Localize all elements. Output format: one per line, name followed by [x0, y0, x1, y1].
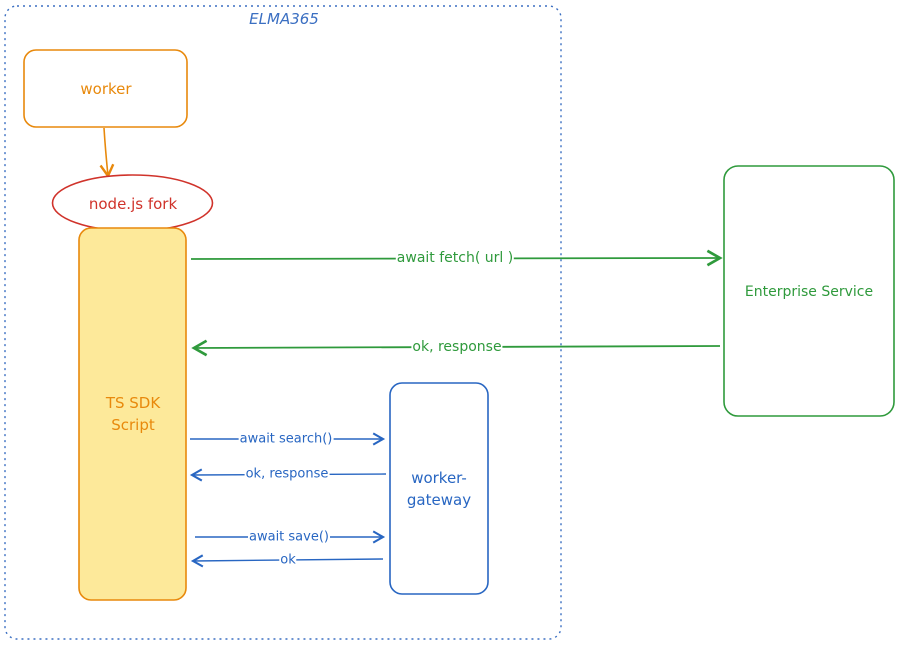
fetch-label: await fetch( url ): [395, 250, 515, 266]
container-title: ELMA365: [249, 10, 319, 28]
worker-label: worker: [80, 80, 132, 98]
search-label: await search(): [238, 431, 334, 447]
ts-sdk-script-box: [78, 227, 187, 601]
elma365-container: [4, 5, 562, 640]
fork-label: node.js fork: [88, 195, 178, 213]
worker-to-fork-arrow: [99, 127, 115, 179]
script-label-line1: TS SDK: [105, 394, 161, 412]
worker-box: [23, 49, 188, 128]
fetch-response-label: ok, response: [411, 339, 503, 355]
save-response-label: ok: [279, 552, 297, 568]
enterprise-service-box: [723, 165, 895, 417]
enterprise-service-label: Enterprise Service: [744, 284, 874, 300]
search-response-label: ok, response: [244, 466, 330, 482]
script-label-line2: Script: [111, 416, 155, 434]
save-label: await save(): [248, 529, 330, 545]
worker-gateway-box: [389, 382, 489, 595]
gateway-label-line2: gateway: [406, 491, 472, 509]
gateway-label-line1: worker-: [411, 469, 467, 487]
